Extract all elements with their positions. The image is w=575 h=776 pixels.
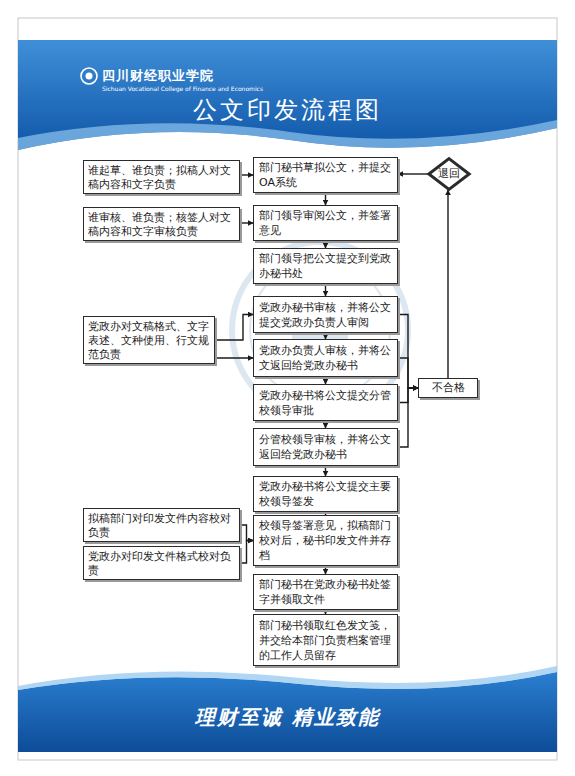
node-text: 党政办负责人审核，并将公文返回给党政办秘书: [254, 343, 397, 373]
node-text: 拟稿部门对印发文件内容校对负责: [84, 511, 239, 539]
responsibility-note: 党政办对印发文件格式校对负责: [83, 546, 240, 580]
flow-connector: [325, 284, 326, 296]
node-text: 党政办秘书将公文提交主要校领导签发: [254, 479, 397, 509]
flow-connector: [215, 315, 253, 341]
process-box: 党政办秘书审核，并将公文提交党政办负责人审阅: [253, 296, 398, 333]
process-box: 部门秘书领取红色发文笺，并交给本部门负责档案管理的工作人员留存: [253, 614, 398, 666]
node-text: 分管校领导审核，并将公文返回给党政办秘书: [254, 432, 397, 462]
responsibility-note: 谁起草、谁负责；拟稿人对文稿内容和文字负责: [83, 160, 240, 194]
footer-wave: [18, 666, 557, 690]
flow-connector: [398, 388, 418, 447]
header-band: [18, 40, 557, 150]
logo-ring: [81, 68, 97, 84]
process-box: 党政办负责人审核，并将公文返回给党政办秘书: [253, 339, 398, 377]
process-box: 部门秘书草拟公文，并提交OA系统: [253, 157, 398, 193]
reject-box: 不合格: [418, 378, 478, 398]
process-box: 党政办秘书将公文提交分管校领导审批: [253, 384, 398, 421]
responsibility-note: 拟稿部门对印发文件内容校对负责: [83, 508, 240, 542]
page-title: 公文印发流程图: [0, 94, 575, 126]
node-text: 党政办秘书将公文提交分管校领导审批: [254, 388, 397, 418]
node-text: 谁审核、谁负责；核签人对文稿内容和文字审核负责: [84, 210, 239, 238]
process-box: 部门领导把公文提交到党政办秘书处: [253, 248, 398, 284]
node-text: 党政办对文稿格式、文字表述、文种使用、行文规范负责: [84, 319, 214, 361]
page-frame: [18, 18, 557, 760]
flow-connector: [325, 566, 326, 574]
college-name: 四川财经职业学院: [102, 67, 214, 85]
flow-connector: [240, 222, 253, 223]
node-text: 部门秘书在党政办秘书处签字并领取文件: [254, 577, 397, 607]
flow-connector: [240, 541, 253, 564]
flow-connector: [325, 241, 326, 248]
flow-connector: [240, 174, 253, 175]
flow-connector: [447, 190, 448, 378]
flow-connector: [325, 377, 326, 384]
process-box: 部门秘书在党政办秘书处签字并领取文件: [253, 574, 398, 610]
flow-connector: [398, 315, 418, 389]
node-text: 部门领导审阅公文，并签署意见: [254, 208, 397, 238]
node-text: 党政办秘书审核，并将公文提交党政办负责人审阅: [254, 300, 397, 330]
motto-slogan: 理财至诚 精业致能: [0, 704, 575, 731]
flow-connector: [215, 357, 253, 358]
process-box: 分管校领导审核，并将公文返回给党政办秘书: [253, 428, 398, 466]
college-english-name: Sichuan Vocational College of Finance an…: [102, 85, 263, 92]
node-text: 退回: [438, 167, 460, 181]
responsibility-note: 谁审核、谁负责；核签人对文稿内容和文字审核负责: [83, 207, 240, 241]
flow-connector: [398, 358, 418, 388]
diamond-shape: [429, 159, 469, 190]
flow-connector: [325, 466, 326, 476]
node-text: 部门领导把公文提交到党政办秘书处: [254, 251, 397, 281]
node-text: 党政办对印发文件格式校对负责: [84, 549, 239, 577]
responsibility-note: 党政办对文稿格式、文字表述、文种使用、行文规范负责: [83, 316, 215, 364]
decision-diamond: 退回: [428, 158, 470, 190]
flow-connector: [398, 173, 428, 174]
node-text: 部门秘书领取红色发文笺，并交给本部门负责档案管理的工作人员留存: [254, 618, 397, 663]
node-text: 谁起草、谁负责；拟稿人对文稿内容和文字负责: [84, 163, 239, 191]
header-wave: [18, 120, 557, 150]
node-text: 不合格: [432, 381, 465, 395]
flow-connector: [240, 525, 253, 541]
flow-connector: [325, 193, 326, 205]
node-text: 部门秘书草拟公文，并提交OA系统: [254, 160, 397, 190]
flow-connector: [325, 421, 326, 428]
logo-dot: [86, 73, 93, 80]
process-box: 部门领导审阅公文，并签署意见: [253, 205, 398, 241]
process-box: 党政办秘书将公文提交主要校领导签发: [253, 476, 398, 512]
process-box: 校领导签署意见，拟稿部门校对后，秘书印发文件并存档: [253, 515, 398, 566]
node-text: 校领导签署意见，拟稿部门校对后，秘书印发文件并存档: [254, 518, 397, 563]
